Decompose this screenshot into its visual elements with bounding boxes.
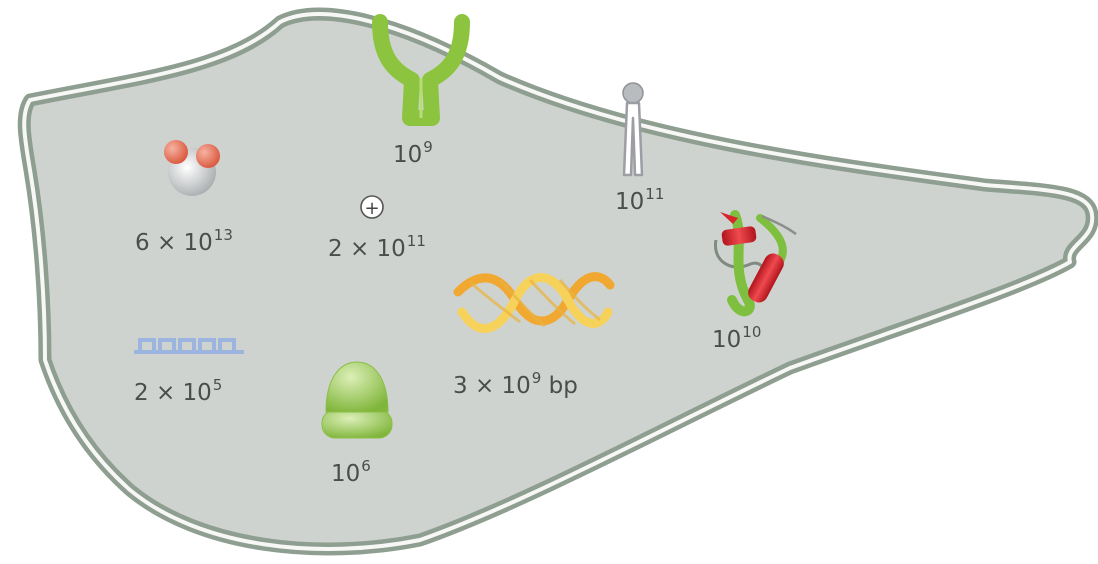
ribosome-count-label: 106: [331, 459, 371, 486]
ion-count-label: 2 × 1011: [328, 234, 426, 261]
antibody-count-label: 109: [393, 140, 433, 167]
ion-icon: +: [361, 196, 383, 219]
protein-count-label: 1010: [712, 325, 761, 352]
ion-symbol: +: [364, 198, 379, 219]
mrna-count-label: 2 × 105: [134, 378, 222, 405]
water-count-label: 6 × 1013: [135, 228, 233, 255]
dna-count-label: 3 × 109 bp: [453, 371, 578, 398]
receptor-count-label: 1011: [615, 187, 664, 214]
